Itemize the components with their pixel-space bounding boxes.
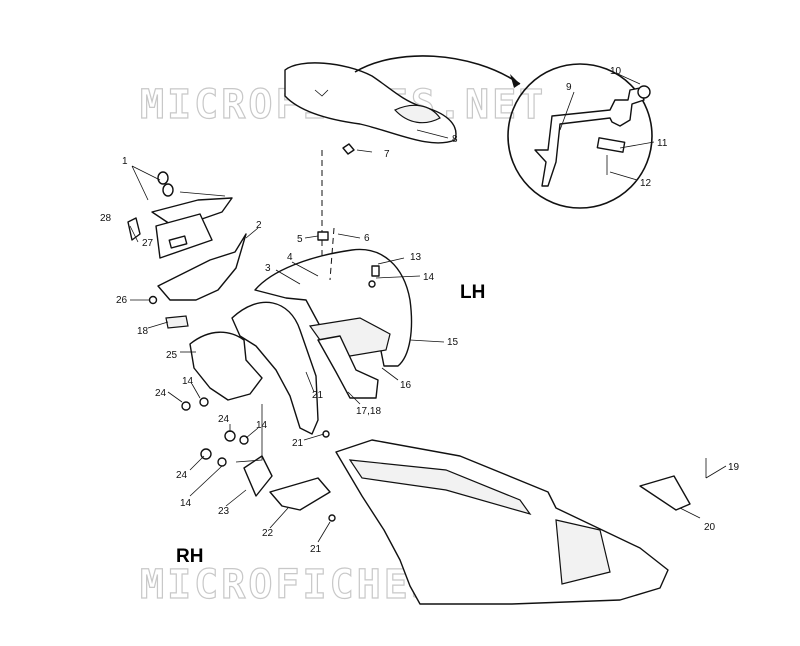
callout-1: 1 <box>122 156 128 167</box>
callout-18: 18 <box>137 326 149 337</box>
callout-27: 27 <box>142 238 154 249</box>
rear-fender <box>254 143 413 399</box>
callout-20: 20 <box>704 522 716 533</box>
callout-24c: 24 <box>176 470 188 481</box>
callout-13: 13 <box>410 252 422 263</box>
callout-numbers: 1 2 3 4 5 6 7 8 9 10 11 12 13 14 14 14 1… <box>100 66 740 555</box>
callout-2: 2 <box>256 220 262 231</box>
callout-10: 10 <box>610 66 622 77</box>
vehicle-frame <box>335 439 707 605</box>
detail-arrow-head <box>510 74 520 88</box>
callout-8: 8 <box>452 134 458 145</box>
callout-4: 4 <box>287 252 293 263</box>
callout-14a: 14 <box>423 272 435 283</box>
callout-16: 16 <box>400 380 412 391</box>
callout-24b: 24 <box>218 414 230 425</box>
callout-14c: 14 <box>256 420 268 431</box>
callout-25: 25 <box>166 350 178 361</box>
callout-21b: 21 <box>292 438 304 449</box>
callout-5: 5 <box>297 234 303 245</box>
rh-label: RH <box>176 546 203 567</box>
lh-label: LH <box>460 282 485 303</box>
callout-21a: 21 <box>312 390 324 401</box>
callout-14d: 14 <box>180 498 192 509</box>
callout-12: 12 <box>640 178 652 189</box>
callout-17-18: 17,18 <box>356 406 381 417</box>
side-panel-parts <box>127 165 247 329</box>
callout-3: 3 <box>265 263 271 274</box>
callout-leaders <box>129 73 727 543</box>
callout-6: 6 <box>364 233 370 244</box>
detail-arrow <box>354 55 521 85</box>
callout-21c: 21 <box>310 544 322 555</box>
callout-26: 26 <box>116 295 128 306</box>
callout-11: 11 <box>657 138 668 149</box>
seat-latch-detail <box>507 63 653 209</box>
seat <box>284 62 457 144</box>
callout-7: 7 <box>384 149 390 160</box>
callout-19: 19 <box>728 462 740 473</box>
callout-15: 15 <box>447 337 459 348</box>
callout-22: 22 <box>262 528 274 539</box>
callout-24a: 24 <box>155 388 167 399</box>
fender-extension <box>181 301 336 522</box>
callout-14b: 14 <box>182 376 194 387</box>
callout-9: 9 <box>566 82 572 93</box>
callout-23: 23 <box>218 506 230 517</box>
callout-28: 28 <box>100 213 112 224</box>
